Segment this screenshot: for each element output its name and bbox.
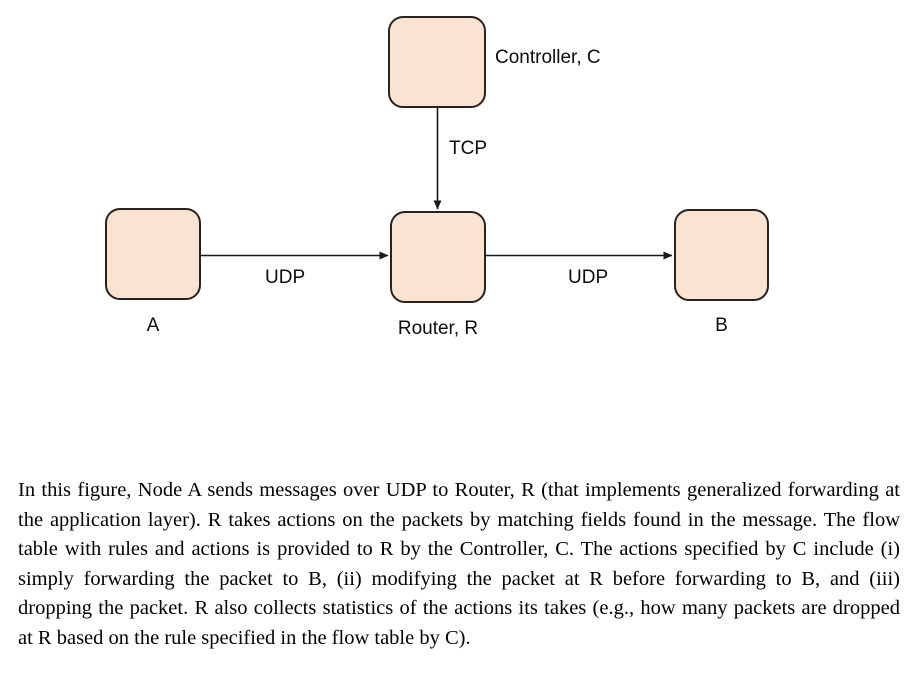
node-a[interactable] (105, 208, 201, 300)
link-label-udp-a-router: UDP (265, 267, 306, 288)
node-b-label: B (715, 315, 728, 336)
node-controller[interactable] (388, 16, 486, 108)
network-diagram: Controller, C A Router, R B TCP UDP UDP (105, 16, 769, 339)
node-router-label: Router, R (397, 318, 479, 339)
link-label-udp-router-b: UDP (568, 267, 609, 288)
node-a-label: A (146, 315, 160, 336)
figure-caption: In this figure, Node A sends messages ov… (18, 479, 900, 649)
node-controller-label: Controller, C (495, 47, 601, 68)
link-label-tcp: TCP (449, 138, 487, 159)
node-router[interactable] (390, 211, 486, 303)
node-b[interactable] (674, 209, 769, 301)
